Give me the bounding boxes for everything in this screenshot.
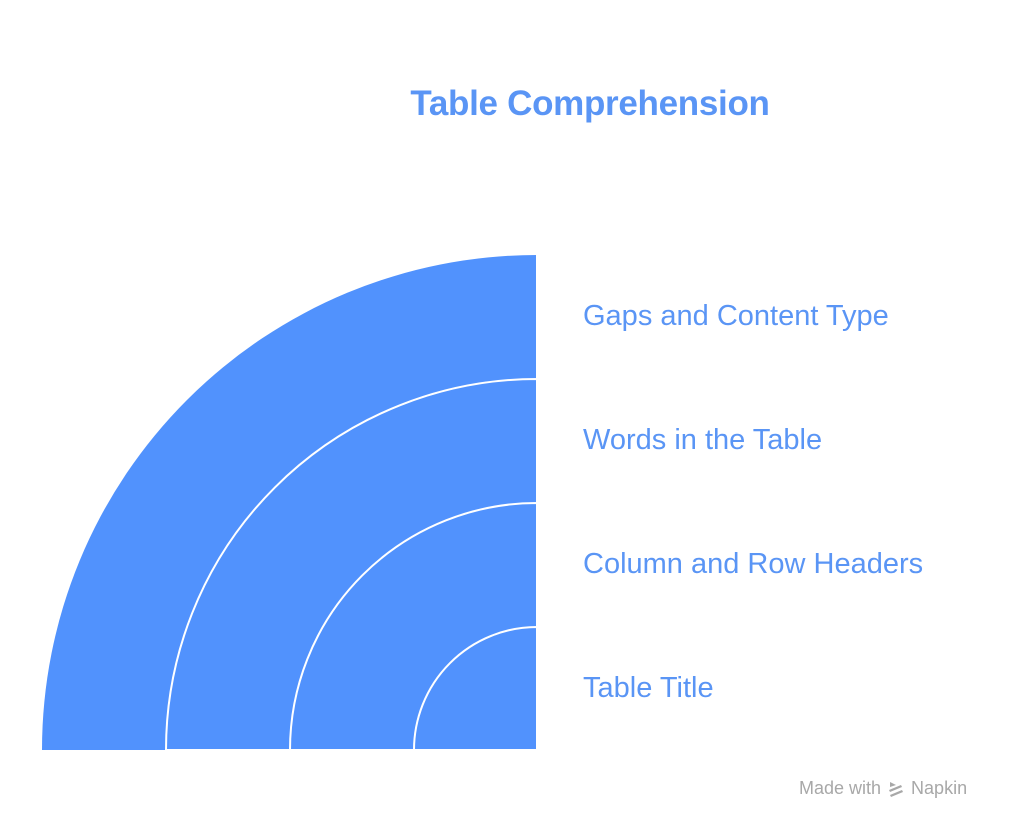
made-with-napkin-footer: Made with Napkin: [799, 778, 967, 799]
layer-label-column-row-headers: Column and Row Headers: [583, 548, 924, 580]
layer-label-words-in-table: Words in the Table: [583, 424, 823, 456]
layer-label-gaps-content-type: Gaps and Content Type: [583, 300, 889, 332]
napkin-brand-text: Napkin: [911, 778, 968, 798]
made-with-text: Made with: [799, 778, 882, 798]
layer-ring-1: [412, 625, 538, 751]
napkin-logo-icon: [889, 781, 904, 797]
layer-label-table-title: Table Title: [583, 672, 714, 704]
diagram-title: Table Comprehension: [410, 84, 770, 123]
